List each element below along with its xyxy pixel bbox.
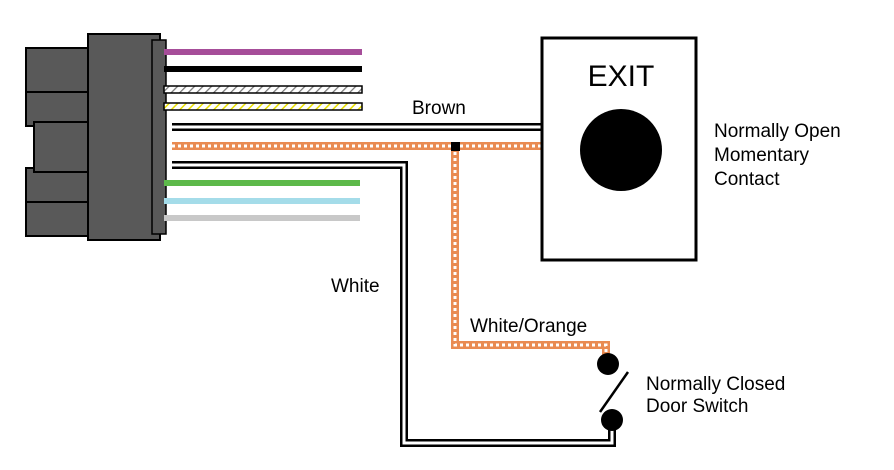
- nc-switch-label-line-1: Normally Closed: [646, 374, 785, 395]
- nc-switch-label-line-2: Door Switch: [646, 396, 748, 417]
- white-wire-label: White: [331, 276, 380, 297]
- junction-dot: [451, 142, 460, 151]
- exit-push-button: [580, 109, 662, 191]
- brown-wire-label: Brown: [412, 98, 466, 119]
- no-contact-label-line-2: Momentary: [714, 145, 810, 166]
- no-contact-label-line-1: Normally Open: [714, 121, 841, 142]
- wire-white: [172, 161, 616, 447]
- wire-white-orange: [172, 142, 610, 360]
- wire-yellow: [163, 102, 363, 111]
- wire-green: [164, 180, 360, 186]
- wire-purple: [164, 49, 362, 55]
- wire-white-stripe: [163, 85, 363, 94]
- connector-block: [25, 33, 167, 241]
- white-orange-wire-label: White/Orange: [470, 316, 587, 337]
- wire-black: [164, 66, 362, 72]
- exit-button-box: [540, 36, 698, 262]
- exit-label: EXIT: [588, 60, 655, 93]
- no-contact-label-line-3: Contact: [714, 169, 780, 190]
- connector-wires: [163, 49, 363, 221]
- door-switch: [597, 353, 630, 431]
- wire-light-blue: [164, 198, 360, 204]
- wire-gray: [164, 215, 360, 221]
